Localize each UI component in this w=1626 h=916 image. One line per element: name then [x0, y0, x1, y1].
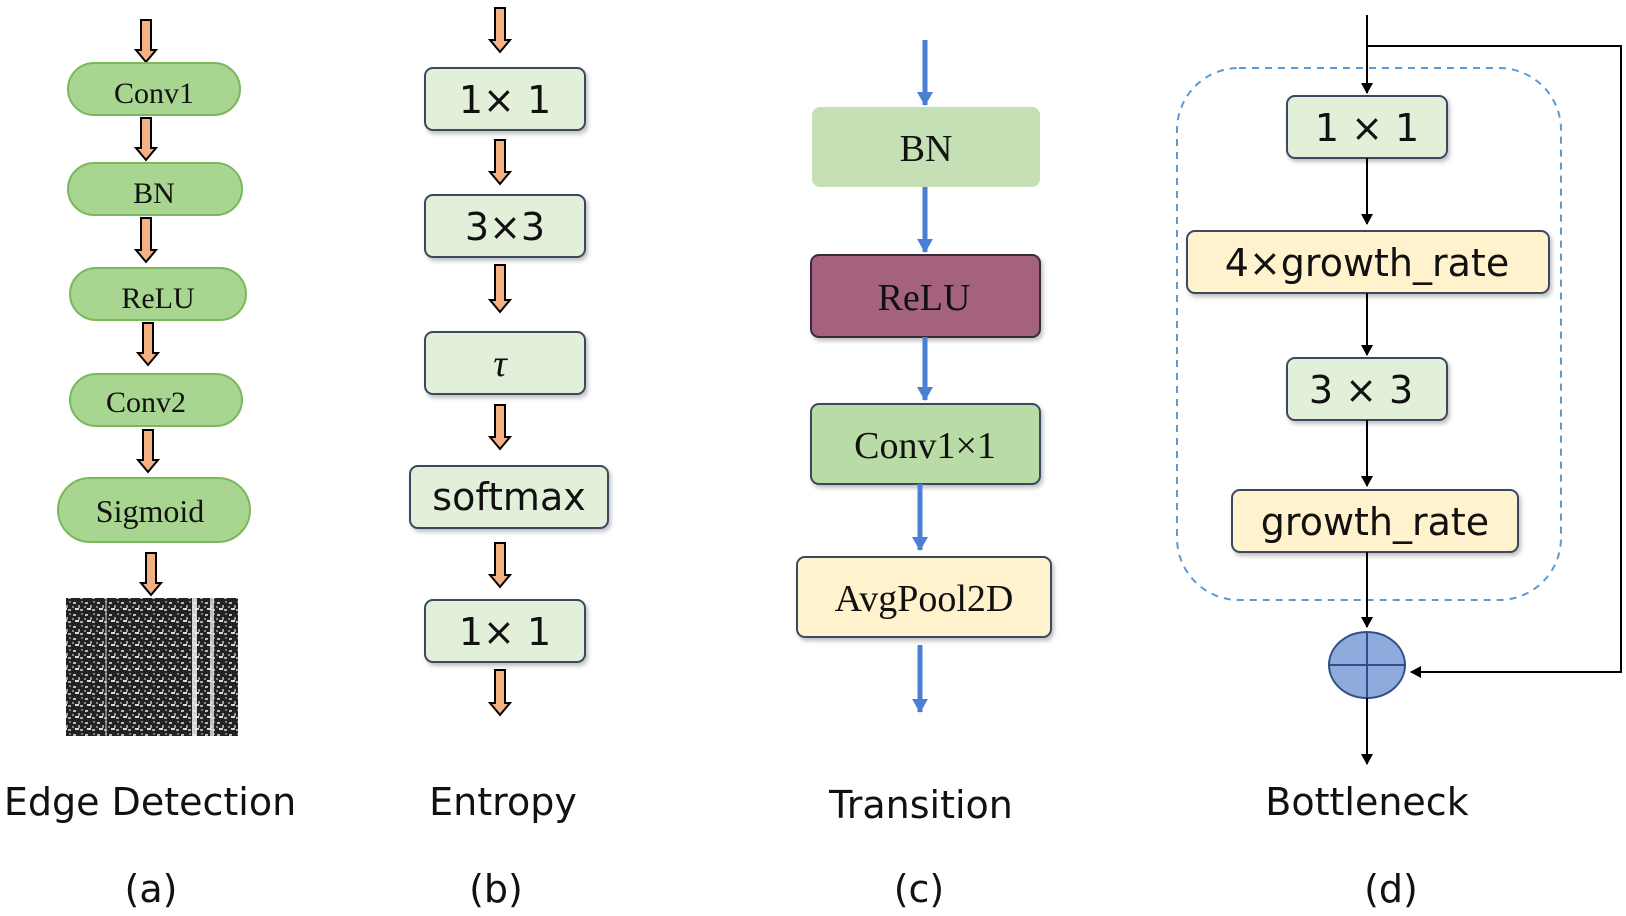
hollow-down-arrow-icon: [487, 264, 513, 314]
block-a-conv1-label: Conv1: [114, 77, 194, 110]
block-c-relu-label: ReLU: [878, 277, 971, 319]
panel-letter-c: (c): [894, 867, 945, 911]
hollow-down-arrow-icon: [487, 542, 513, 589]
hollow-down-arrow-icon: [133, 217, 159, 264]
block-b-1x1-top: [424, 67, 586, 131]
block-c-avgpool2d-label: AvgPool2D: [835, 578, 1014, 620]
block-a-conv1: [67, 62, 241, 116]
block-d-growth-rate: [1231, 489, 1519, 553]
block-b-1x1-top-label: 1× 1: [459, 78, 551, 122]
panel-b: 1× 1 3×3 τ softmax 1× 1: [409, 7, 609, 717]
block-b-1x1-bottom-label: 1× 1: [459, 610, 551, 654]
block-a-bn-label: BN: [133, 177, 175, 210]
block-d-3x3-label: 3 × 3: [1309, 368, 1413, 412]
block-b-tau: [424, 331, 586, 395]
block-d-1x1-label: 1 × 1: [1315, 106, 1419, 150]
block-b-softmax-label: softmax: [432, 475, 585, 519]
caption-bottleneck: Bottleneck: [1265, 780, 1468, 824]
block-b-3x3-label: 3×3: [465, 205, 545, 249]
panel-letter-d: (d): [1364, 867, 1418, 911]
block-c-avgpool2d: [796, 556, 1052, 638]
hollow-down-arrow-icon: [487, 669, 513, 717]
caption-edge-detection: Edge Detection: [4, 780, 296, 824]
bottleneck-dashed-border: [1176, 67, 1562, 601]
block-d-4xgrowth-rate-label: 4×growth_rate: [1225, 241, 1509, 285]
block-c-conv1x1-label: Conv1×1: [854, 425, 996, 467]
block-b-tau-label: τ: [493, 343, 508, 385]
panel-a: Conv1 BN ReLU Conv2 Sigmoid: [57, 19, 251, 736]
panel-d: 1 × 1 4×growth_rate 3 × 3 growth_rate: [1176, 15, 1622, 765]
hollow-down-arrow-icon: [487, 7, 513, 54]
panel-letter-a: (a): [125, 867, 178, 911]
hollow-down-arrow-icon: [133, 117, 159, 162]
block-a-conv2: [69, 373, 243, 427]
block-b-3x3: [424, 194, 586, 258]
caption-entropy: Entropy: [429, 780, 577, 824]
hollow-down-arrow-icon: [135, 322, 161, 367]
hollow-down-arrow-icon: [138, 552, 164, 597]
skip-connection-line: [1367, 45, 1622, 678]
circled-plus-icon: [1328, 631, 1406, 699]
hollow-down-arrow-icon: [487, 139, 513, 186]
hollow-down-arrow-icon: [487, 404, 513, 451]
block-b-softmax: [409, 465, 609, 529]
block-c-bn-label: BN: [900, 128, 953, 170]
hollow-down-arrow-icon: [133, 19, 159, 64]
block-c-bn: [812, 107, 1040, 187]
block-a-sigmoid: [57, 477, 251, 543]
panel-c: BN ReLU Conv1×1 AvgPool2D: [796, 40, 1052, 713]
edge-map-image: [66, 598, 238, 736]
block-c-conv1x1: [810, 403, 1041, 485]
panel-letter-b: (b): [469, 867, 523, 911]
block-a-bn: [67, 162, 243, 216]
block-a-conv2-label: Conv2: [106, 386, 186, 419]
block-a-relu-label: ReLU: [121, 282, 195, 315]
caption-transition: Transition: [828, 783, 1013, 827]
block-d-growth-rate-label: growth_rate: [1261, 500, 1489, 544]
block-a-relu: [69, 267, 247, 321]
hollow-down-arrow-icon: [135, 429, 161, 474]
block-b-1x1-bottom: [424, 599, 586, 663]
block-a-sigmoid-label: Sigmoid: [96, 493, 204, 529]
